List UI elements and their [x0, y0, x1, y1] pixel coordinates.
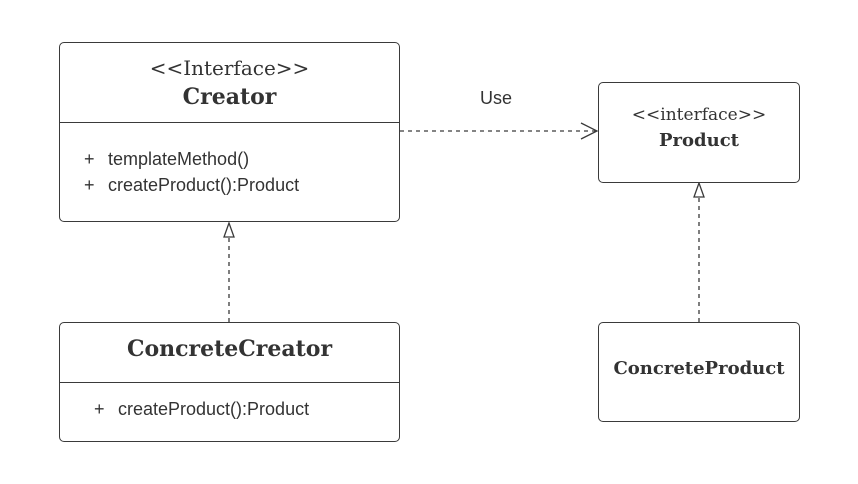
concrete-creator-class-name: ConcreteCreator — [126, 336, 333, 362]
creator-member-create-product: +createProduct():Product — [84, 175, 300, 195]
use-relation-label: Use — [480, 88, 513, 108]
creator-member-template-method: +templateMethod() — [84, 149, 250, 169]
concrete-creator-header: ConcreteCreator — [60, 323, 399, 382]
product-realization-arrowhead — [693, 181, 705, 198]
creator-realization-arrowhead — [223, 221, 235, 238]
creator-header: <<Interface>> Creator — [60, 43, 399, 122]
concrete-product-class-name: ConcreteProduct — [613, 358, 785, 379]
product-class-name: Product — [659, 130, 739, 151]
product-interface-box[interactable]: <<interface>> Product — [598, 82, 800, 183]
creator-class-box[interactable]: <<Interface>> Creator +templateMethod() … — [59, 42, 400, 222]
creator-members: +templateMethod() +createProduct():Produ… — [60, 123, 399, 198]
creator-class-name: Creator — [182, 84, 277, 110]
creator-divider — [60, 122, 399, 123]
concrete-creator-divider — [60, 382, 399, 383]
concrete-creator-class-box[interactable]: ConcreteCreator +createProduct():Product — [59, 322, 400, 442]
product-header: <<interface>> Product — [599, 83, 799, 154]
concrete-creator-members: +createProduct():Product — [60, 383, 399, 422]
creator-stereotype: <<Interface>> — [149, 56, 310, 80]
concrete-product-header: ConcreteProduct — [599, 323, 799, 382]
use-dependency-arrowhead — [580, 122, 599, 140]
concrete-creator-member-create-product: +createProduct():Product — [94, 399, 310, 419]
product-stereotype: <<interface>> — [631, 105, 767, 125]
concrete-product-class-box[interactable]: ConcreteProduct — [598, 322, 800, 422]
